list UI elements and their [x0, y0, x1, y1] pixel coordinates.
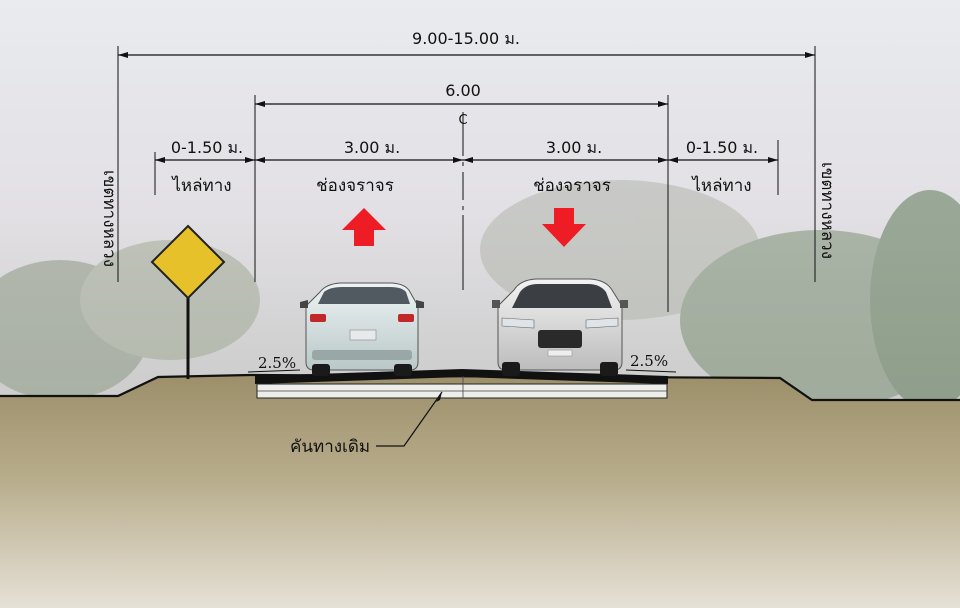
centerline-icon: C — [458, 112, 468, 128]
extension-lines — [117, 46, 816, 312]
dim-shoulder-left-label: 0-1.50 ม. — [171, 138, 243, 157]
dim-pavement-label: 6.00 — [445, 81, 481, 100]
pavement — [255, 369, 668, 399]
zone-shoulder-right: ไหล่ทาง — [690, 175, 751, 196]
ground — [0, 375, 960, 608]
zone-lane-left: ช่องจราจร — [316, 176, 394, 196]
slope-left-label: 2.5% — [258, 354, 296, 372]
dim-total-label: 9.00-15.00 ม. — [412, 29, 520, 48]
arrow-up-icon — [342, 208, 386, 246]
arrow-down-icon — [542, 208, 586, 247]
dim-lane-left-label: 3.00 ม. — [344, 138, 400, 157]
embankment-leader — [376, 391, 443, 447]
slope-right-arrow — [625, 369, 677, 373]
warning-sign-icon — [150, 224, 226, 379]
row-label-right: เขตทางหลวง — [817, 162, 837, 259]
car-front-icon — [492, 278, 628, 376]
zone-shoulder-left: ไหล่ทาง — [170, 175, 231, 196]
zone-lane-right: ช่องจราจร — [533, 176, 611, 196]
row-label-left: เขตทางหลวง — [99, 170, 119, 267]
dim-shoulder-right-label: 0-1.50 ม. — [686, 138, 758, 157]
slope-right-label: 2.5% — [630, 352, 668, 370]
embankment-label: คันทางเดิม — [290, 437, 370, 457]
ground-line — [0, 373, 960, 402]
car-rear-icon — [300, 282, 424, 376]
slope-left-arrow — [247, 369, 301, 373]
dim-lane-right-label: 3.00 ม. — [546, 138, 602, 157]
